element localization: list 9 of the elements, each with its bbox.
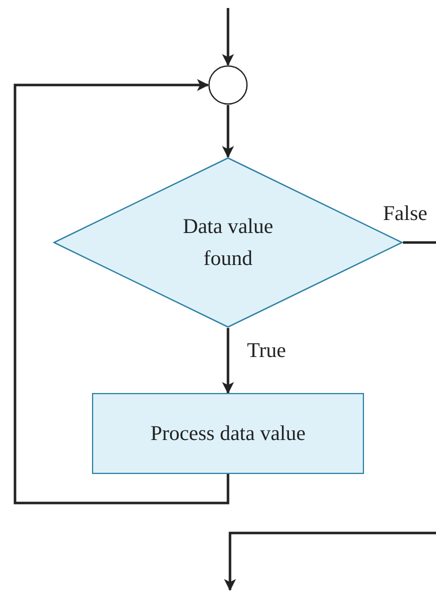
arrow [14, 79, 230, 504]
arrow [222, 105, 234, 158]
node-label: Process data value [149, 420, 307, 447]
arrow [224, 241, 436, 591]
process-box [92, 393, 364, 474]
arrow [222, 8, 234, 66]
connector-circle [208, 65, 248, 105]
node-label: Data value found [182, 213, 274, 272]
arrow [222, 328, 234, 394]
